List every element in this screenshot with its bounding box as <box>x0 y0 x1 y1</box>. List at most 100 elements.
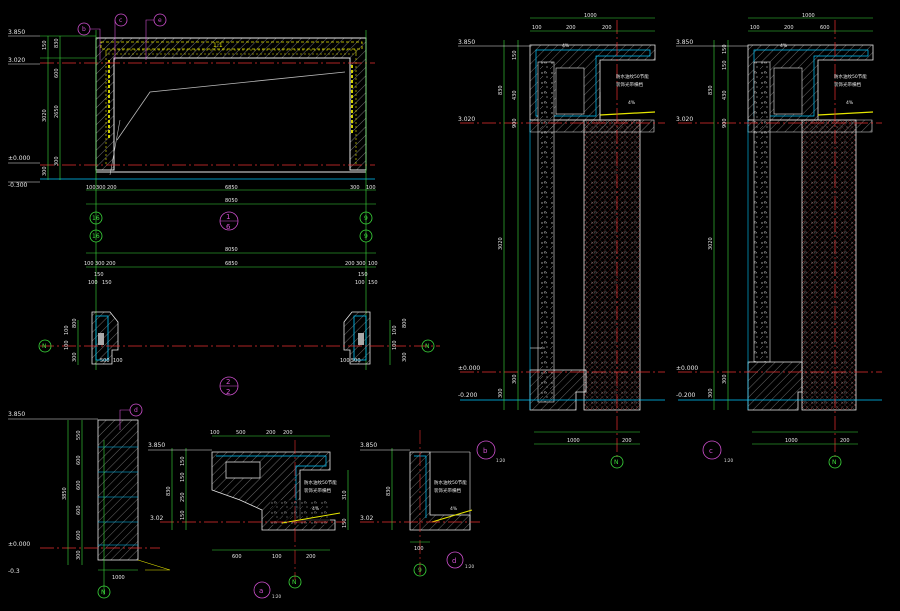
dim-text: 6850 <box>225 261 238 267</box>
dim-text: 100 <box>88 280 98 286</box>
note-text: 防水油纹50节能 <box>304 479 337 486</box>
note-text: 装饰光带横档 <box>434 487 461 494</box>
dim-text: 600 <box>820 25 830 31</box>
callout-label: c <box>119 17 122 24</box>
slope-text: 4% <box>450 506 458 512</box>
detail-label-circle <box>446 551 464 569</box>
axis-label: N <box>292 579 297 586</box>
axis-bubble <box>288 575 302 589</box>
dim-text: 100 <box>366 185 376 191</box>
dim-text: 600 <box>76 455 82 465</box>
detail-label-circle <box>702 440 722 460</box>
dim-text: 150 <box>94 272 104 278</box>
level-3850: 3.850 <box>148 442 165 449</box>
note-text: 防水油纹50节能 <box>434 479 467 486</box>
dim-text: 150 <box>180 456 186 466</box>
axis-label: N <box>425 343 430 350</box>
section-c: 1000 100 200 600 3.850 3.020 ±0.000 -0.2… <box>676 13 882 469</box>
scale-text: 1:20 <box>465 564 474 569</box>
axis-label: N <box>614 459 619 466</box>
callout-label: d <box>134 407 138 414</box>
dim-text: 150 <box>42 40 48 50</box>
axis-label: 9 <box>364 215 368 222</box>
dim-text: 1000 <box>567 438 580 444</box>
dim-text: 250 <box>180 492 186 502</box>
slope-text: 4% <box>628 100 636 106</box>
level-3020: 3.02 <box>360 515 374 522</box>
dim-text: 600 <box>232 554 242 560</box>
section-number: 1 <box>226 213 230 221</box>
dim-text: 200 <box>283 430 293 436</box>
dim-text: 200 <box>840 438 850 444</box>
level-0: ±0.000 <box>8 155 30 162</box>
dim-text: 300 <box>42 166 48 176</box>
level-3020: 3.02 <box>150 515 164 522</box>
dim-text: 300 <box>72 352 78 362</box>
dim-text: 8050 <box>225 198 238 204</box>
dim-text: 150 <box>512 50 518 60</box>
axis-bubble <box>89 211 103 225</box>
detail-label-circle <box>253 581 271 599</box>
axis-label: 16 <box>92 233 100 240</box>
level-3850: 3.850 <box>458 39 475 46</box>
dim-text: 150 <box>180 510 186 520</box>
dim-text: 8050 <box>225 247 238 253</box>
dim-text: 1000 <box>112 575 125 581</box>
level-0: ±0.000 <box>8 541 30 548</box>
slope-text: 4% <box>780 43 788 49</box>
dim-text: 100 <box>64 340 70 350</box>
note-text: 防水油纹50节能 <box>834 73 867 80</box>
dim-text: 300 <box>722 374 728 384</box>
dim-text: 300 <box>54 156 60 166</box>
level-3850: 3.850 <box>360 442 377 449</box>
dim-text: 600 <box>54 68 60 78</box>
dim-text: 100 <box>64 325 70 335</box>
dim-text: 900 <box>722 118 728 128</box>
level-3850: 3.850 <box>8 29 25 36</box>
callout-label: b <box>82 26 86 33</box>
detail-label: d <box>452 557 456 565</box>
dim-text: 200 <box>622 438 632 444</box>
scale-text: 1:20 <box>724 458 733 463</box>
callout-label: e <box>158 17 162 24</box>
section-sheet: 2 <box>226 388 230 396</box>
dim-text: 830 <box>386 486 392 496</box>
level-minus-0300: -0.300 <box>8 182 28 189</box>
axis-label: N <box>832 459 837 466</box>
level-minus: -0.200 <box>676 392 696 399</box>
section-b: 1000 100 200 200 3.850 3.020 ±0.000 -0.2… <box>458 13 665 469</box>
plan-2: 16 9 8050 6850 100 300 200 200 300 100 1… <box>38 229 440 396</box>
dim-text: 3020 <box>498 237 504 250</box>
level-3850: 3.850 <box>676 39 693 46</box>
dim-text: 830 <box>498 85 504 95</box>
section-number: 2 <box>226 378 230 386</box>
dim-text: 200 <box>784 25 794 31</box>
dim-text: 3020 <box>42 109 48 122</box>
dim-text: 150 <box>180 472 186 482</box>
level-3020: 3.020 <box>676 116 693 123</box>
level-minus: -0.3 <box>8 568 20 575</box>
dim-text: 300 <box>350 185 360 191</box>
scale-text: 1:20 <box>272 594 281 599</box>
detail-label: a <box>259 587 263 595</box>
dim-text: 300 <box>402 352 408 362</box>
dim-text: 500 <box>236 430 246 436</box>
detail-d-wall: 3.850 ±0.000 -0.3 550 600 600 600 600 30… <box>8 403 171 599</box>
dim-text: 300 <box>96 185 106 191</box>
dim-text: 600 <box>76 505 82 515</box>
axis-bubble <box>421 339 435 353</box>
level-0: ±0.000 <box>458 365 480 372</box>
dim-text: 300 <box>76 550 82 560</box>
dim-text: 150 <box>342 518 348 528</box>
dim-text: 300 <box>95 261 105 267</box>
note-text: 装饰光带横档 <box>834 81 861 88</box>
axis-label: 9 <box>418 567 422 574</box>
dim-text: 100 <box>392 325 398 335</box>
dim-text: 100 <box>414 546 424 552</box>
dim-text: 150 <box>358 272 368 278</box>
dim-text: 150 <box>722 60 728 70</box>
dim-text: 600 <box>76 480 82 490</box>
dim-text: 600 <box>76 530 82 540</box>
dim-text: 550 <box>76 430 82 440</box>
axis-label: N <box>101 589 106 596</box>
